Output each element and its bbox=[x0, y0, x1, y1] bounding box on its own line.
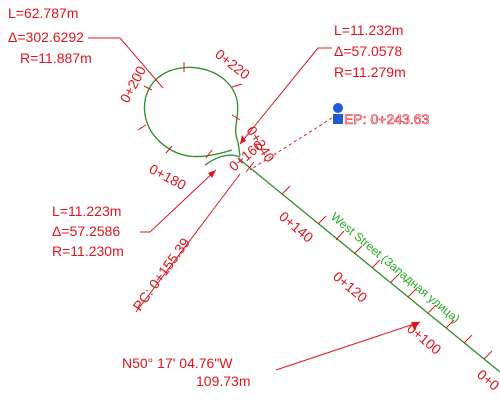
top-right-curve-delta[interactable]: Δ=57.0578 bbox=[334, 43, 402, 59]
leader-top-right-curve bbox=[239, 47, 332, 145]
point-marker-icon[interactable] bbox=[333, 103, 343, 124]
tangent-distance[interactable]: 109.73m bbox=[196, 373, 250, 389]
station-label-100[interactable]: 0+100 bbox=[404, 320, 445, 358]
leader-arrowhead-top-right bbox=[240, 135, 246, 144]
large-curve-delta[interactable]: Δ=302.6292 bbox=[8, 29, 84, 45]
station-label-220[interactable]: 0+220 bbox=[212, 46, 253, 83]
bottom-left-curve-length[interactable]: L=11.223m bbox=[52, 203, 121, 219]
large-curve-length[interactable]: L=62.787m bbox=[8, 5, 78, 21]
station-label-180[interactable]: 0+180 bbox=[147, 161, 189, 194]
leader-large-curve bbox=[88, 37, 164, 89]
station-ticks bbox=[137, 62, 493, 360]
top-right-curve-length[interactable]: L=11.232m bbox=[334, 22, 403, 38]
station-label-140[interactable]: 0+140 bbox=[276, 208, 317, 246]
large-curve-radius[interactable]: R=11.887m bbox=[20, 50, 92, 66]
alignment-loop-curve[interactable] bbox=[143, 66, 241, 158]
alignment-tangent-line[interactable] bbox=[237, 157, 500, 373]
leader-pc bbox=[135, 173, 241, 313]
street-name-label[interactable]: West Street (Западная улица) bbox=[328, 210, 463, 326]
leader-bottom-left-curve bbox=[140, 169, 217, 233]
leader-ep bbox=[249, 117, 333, 171]
leader-arrowhead-bottom-left bbox=[208, 170, 216, 178]
station-label-120[interactable]: 0+120 bbox=[330, 268, 371, 306]
top-right-curve-radius[interactable]: R=11.279m bbox=[334, 64, 406, 80]
alignment-reverse-curve[interactable] bbox=[204, 154, 241, 166]
ep-station-label[interactable]: EP: 0+243.63 bbox=[344, 111, 430, 128]
station-label-080[interactable]: 0+0 bbox=[474, 366, 500, 394]
bottom-left-curve-delta[interactable]: Δ=57.2586 bbox=[52, 223, 120, 239]
bottom-left-curve-radius[interactable]: R=11.230m bbox=[52, 243, 124, 259]
station-label-200[interactable]: 0+200 bbox=[117, 63, 150, 105]
leader-arrowhead-tangent bbox=[411, 322, 420, 330]
pc-station-label[interactable]: PC: 0+155.39 bbox=[129, 235, 193, 314]
leader-tangent bbox=[275, 321, 421, 371]
tangent-bearing[interactable]: N50° 17' 04.76"W bbox=[122, 355, 233, 371]
